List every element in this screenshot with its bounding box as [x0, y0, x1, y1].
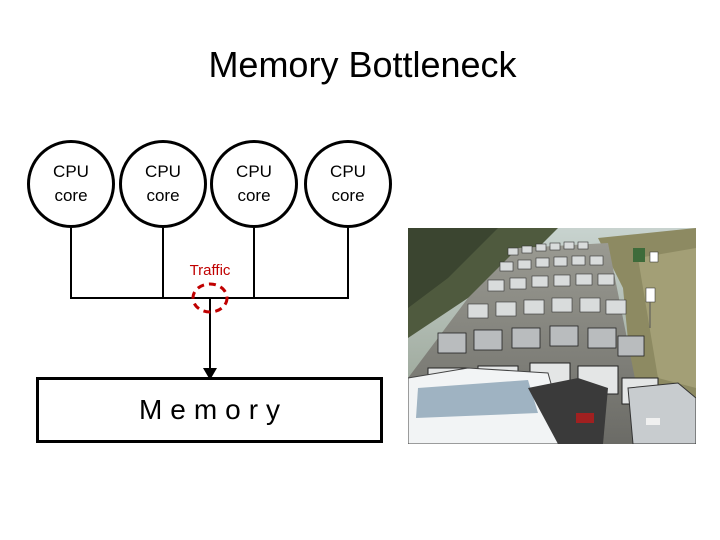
- cpu-core-4-sublabel: core: [331, 186, 365, 205]
- arrow-head-icon: [203, 368, 217, 380]
- cpu-core-1-sublabel: core: [54, 186, 88, 205]
- cpu-core-4-label: CPU: [330, 162, 366, 181]
- cpu-core-1: CPU core: [27, 140, 115, 228]
- memory-label: Memory: [138, 394, 289, 425]
- traffic-jam-photo: [408, 228, 696, 444]
- cpu-core-3-sublabel: core: [237, 186, 271, 205]
- cpu-core-2-sublabel: core: [146, 186, 180, 205]
- traffic-congestion-marker: [191, 282, 229, 314]
- traffic-label: Traffic: [189, 262, 231, 279]
- cpu-core-3: CPU core: [210, 140, 298, 228]
- cpu-core-4: CPU core: [304, 140, 392, 228]
- cpu-core-2: CPU core: [119, 140, 207, 228]
- memory-block: Memory: [36, 377, 383, 443]
- cpu-core-3-label: CPU: [236, 162, 272, 181]
- cpu-core-2-label: CPU: [145, 162, 181, 181]
- slide-title: Memory Bottleneck: [208, 44, 517, 85]
- cpu-core-1-label: CPU: [53, 162, 89, 181]
